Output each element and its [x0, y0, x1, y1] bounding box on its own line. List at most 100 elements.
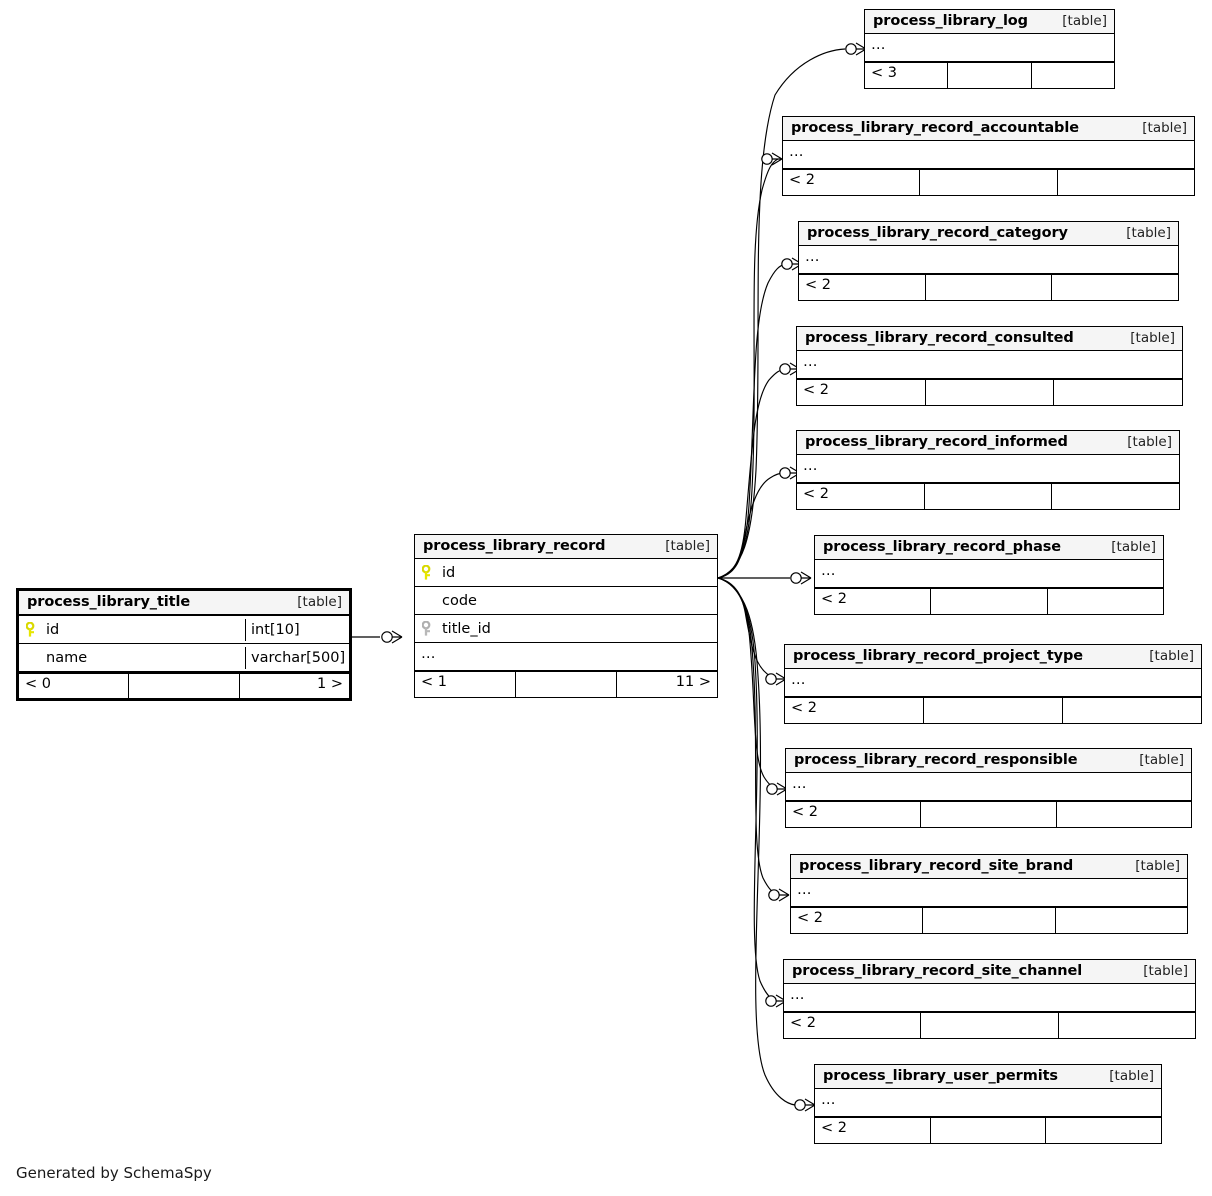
table-footer: < 2: [786, 801, 1191, 827]
column-name-text: id: [46, 621, 60, 638]
table-footer: < 2: [799, 274, 1178, 300]
table-kind-label: [table]: [297, 594, 342, 610]
table-header: process_library_user_permits [table]: [815, 1065, 1161, 1089]
table-header: process_library_record_project_type [tab…: [785, 645, 1201, 669]
table-title: process_library_record: [423, 538, 606, 554]
footer-child-count: [1048, 589, 1163, 614]
table-footer: < 2: [784, 1012, 1195, 1038]
column-name-text: title_id: [442, 620, 491, 637]
table-title: process_library_record_informed: [805, 434, 1068, 450]
table-title: process_library_record_project_type: [793, 648, 1084, 664]
table-node-process-library-record-project-type[interactable]: process_library_record_project_type [tab…: [784, 644, 1202, 724]
footer-child-count: [1052, 275, 1178, 300]
table-node-process-library-record-site-brand[interactable]: process_library_record_site_brand [table…: [790, 854, 1188, 934]
table-footer: < 1 11 >: [415, 671, 717, 697]
table-row-more: …: [865, 34, 1114, 62]
table-footer: < 2: [785, 697, 1201, 723]
more-columns-ellipsis: …: [790, 986, 805, 1003]
table-node-process-library-log[interactable]: process_library_log [table] … < 3: [864, 9, 1115, 89]
table-footer: < 2: [797, 483, 1179, 509]
table-footer: < 0 1 >: [19, 672, 349, 698]
table-title: process_library_record_site_brand: [799, 858, 1074, 874]
table-row-more: …: [784, 984, 1195, 1012]
footer-middle: [923, 908, 1056, 933]
table-node-process-library-record-category[interactable]: process_library_record_category [table] …: [798, 221, 1179, 301]
more-columns-ellipsis: …: [821, 562, 836, 579]
table-row-more: …: [415, 643, 717, 671]
more-columns-ellipsis: …: [805, 248, 820, 265]
table-title: process_library_user_permits: [823, 1068, 1058, 1084]
more-columns-ellipsis: …: [871, 36, 886, 53]
table-footer: < 2: [791, 907, 1187, 933]
table-header: process_library_record_site_channel [tab…: [784, 960, 1195, 984]
table-title: process_library_record_phase: [823, 539, 1062, 555]
table-row[interactable]: id int[10]: [19, 616, 349, 644]
footer-child-count: [1059, 1013, 1195, 1038]
table-kind-label: [table]: [1130, 330, 1175, 346]
footer-child-count: [1054, 380, 1182, 405]
table-title: process_library_record_site_channel: [792, 963, 1083, 979]
table-node-process-library-record-phase[interactable]: process_library_record_phase [table] … <…: [814, 535, 1164, 615]
table-title: process_library_log: [873, 13, 1028, 29]
table-header: process_library_record_informed [table]: [797, 431, 1179, 455]
footer-child-count: [1057, 802, 1191, 827]
table-node-process-library-record-accountable[interactable]: process_library_record_accountable [tabl…: [782, 116, 1195, 196]
more-columns-ellipsis: …: [821, 1091, 836, 1108]
table-node-process-library-user-permits[interactable]: process_library_user_permits [table] … <…: [814, 1064, 1162, 1144]
table-row-more: …: [783, 141, 1194, 169]
table-kind-label: [table]: [1111, 539, 1156, 555]
table-footer: < 2: [797, 379, 1182, 405]
footer-child-count: [1063, 698, 1201, 723]
table-node-process-library-record-site-channel[interactable]: process_library_record_site_channel [tab…: [783, 959, 1196, 1039]
footer-child-count: [1056, 908, 1187, 933]
table-node-process-library-title[interactable]: process_library_title [table] id int[10]…: [16, 588, 352, 701]
more-columns-ellipsis: …: [803, 457, 818, 474]
table-node-process-library-record-consulted[interactable]: process_library_record_consulted [table]…: [796, 326, 1183, 406]
table-node-process-library-record-responsible[interactable]: process_library_record_responsible [tabl…: [785, 748, 1192, 828]
footer-parent-count: < 2: [791, 908, 924, 933]
table-row-more: …: [799, 246, 1178, 274]
footer-child-count: [1032, 63, 1114, 88]
generator-credit: Generated by SchemaSpy: [16, 1164, 212, 1182]
table-title: process_library_record_accountable: [791, 120, 1079, 136]
column-name-text: id: [442, 564, 456, 581]
table-node-process-library-record-informed[interactable]: process_library_record_informed [table] …: [796, 430, 1180, 510]
more-columns-ellipsis: …: [791, 671, 806, 688]
column-name-cell: title_id: [415, 618, 717, 640]
table-kind-label: [table]: [1143, 963, 1188, 979]
table-row[interactable]: id: [415, 559, 717, 587]
footer-middle: [921, 802, 1057, 827]
table-header: process_library_record_site_brand [table…: [791, 855, 1187, 879]
column-type-cell: int[10]: [245, 618, 349, 641]
footer-parent-count: < 2: [815, 589, 932, 614]
footer-parent-count: < 2: [815, 1118, 931, 1143]
footer-parent-count: < 2: [786, 802, 922, 827]
table-row-more: …: [785, 669, 1201, 697]
table-title: process_library_record_consulted: [805, 330, 1074, 346]
table-node-process-library-record[interactable]: process_library_record [table] id code: [414, 534, 718, 698]
footer-child-count: 1 >: [317, 676, 343, 692]
table-row-more: …: [797, 455, 1179, 483]
footer-parent-count: < 2: [797, 380, 926, 405]
foreign-key-icon: [421, 620, 435, 637]
table-row[interactable]: title_id: [415, 615, 717, 643]
more-columns-ellipsis: …: [792, 775, 807, 792]
table-row-more: …: [786, 773, 1191, 801]
table-row[interactable]: name varchar[500]: [19, 644, 349, 672]
table-kind-label: [table]: [1139, 752, 1184, 768]
footer-middle: [516, 672, 617, 697]
primary-key-icon: [421, 564, 435, 581]
footer-parent-count: < 2: [797, 484, 925, 509]
footer-middle: [924, 698, 1063, 723]
footer-parent-count: < 2: [785, 698, 924, 723]
table-row-more: …: [815, 560, 1163, 588]
column-type-cell: varchar[500]: [245, 646, 349, 669]
footer-child-count: [1052, 484, 1179, 509]
table-row[interactable]: code: [415, 587, 717, 615]
more-columns-ellipsis: …: [789, 143, 804, 160]
table-title: process_library_record_category: [807, 225, 1068, 241]
table-kind-label: [table]: [1127, 434, 1172, 450]
footer-middle: [925, 484, 1053, 509]
footer-parent-count: < 3: [865, 63, 949, 88]
